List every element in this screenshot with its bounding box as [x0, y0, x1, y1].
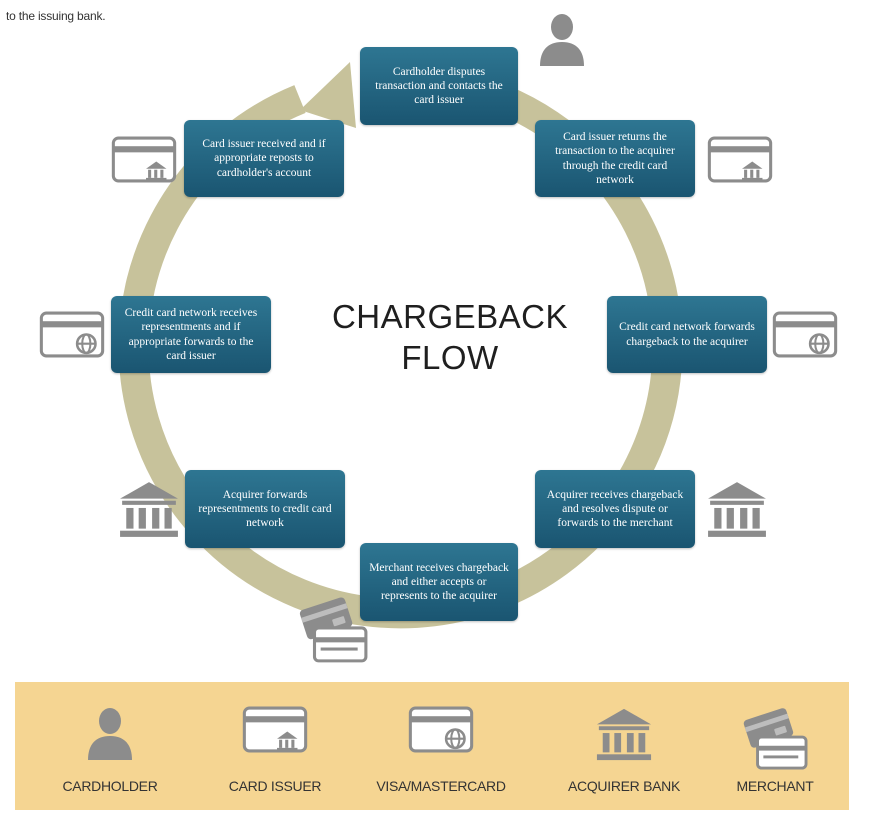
step-cardholder-disputes: Cardholder disputes transaction and cont… — [360, 47, 518, 125]
legend-item-merchant: MERCHANT — [690, 682, 860, 810]
bank-icon — [118, 480, 180, 538]
bank-icon — [706, 480, 768, 538]
person-icon — [536, 12, 588, 66]
legend-item-card-issuer: CARD ISSUER — [190, 682, 360, 810]
step-network-forwards-chargeback: Credit card network forwards chargeback … — [607, 296, 767, 373]
step-issuer-returns: Card issuer returns the transaction to t… — [535, 120, 695, 197]
title-line-1: CHARGEBACK — [331, 298, 569, 335]
person-icon — [84, 706, 136, 760]
legend-label: CARD ISSUER — [228, 778, 322, 794]
step-network-receives: Credit card network receives representme… — [111, 296, 271, 373]
card-globe-icon — [408, 706, 474, 753]
card-globe-icon — [39, 311, 105, 358]
legend-panel: CARDHOLDER CARD ISSUER VISA/MASTERCARD A… — [15, 682, 849, 810]
legend-label: ACQUIRER BANK — [567, 778, 680, 794]
legend-label: CARDHOLDER — [62, 778, 158, 794]
legend-item-visa-mastercard: VISA/MASTERCARD — [356, 682, 526, 810]
card-globe-icon — [772, 311, 838, 358]
legend-item-cardholder: CARDHOLDER — [25, 682, 195, 810]
card-bank-icon — [242, 706, 308, 753]
legend-item-acquirer-bank: ACQUIRER BANK — [539, 682, 709, 810]
legend-label: VISA/MASTERCARD — [376, 778, 506, 794]
intro-text: to the issuing bank. — [6, 9, 106, 23]
step-issuer-reposts: Card issuer received and if appropriate … — [184, 120, 344, 197]
step-merchant-receives: Merchant receives chargeback and either … — [360, 543, 518, 621]
title-line-2: FLOW — [401, 339, 499, 377]
legend-label: MERCHANT — [736, 778, 814, 794]
step-acquirer-receives: Acquirer receives chargeback and resolve… — [535, 470, 695, 548]
card-bank-icon — [707, 136, 773, 183]
cards-icon — [740, 706, 810, 770]
cards-icon — [296, 595, 370, 663]
bank-icon — [595, 706, 653, 762]
card-bank-icon — [111, 136, 177, 183]
diagram-title: CHARGEBACK FLOW — [315, 296, 585, 379]
step-acquirer-forwards: Acquirer forwards representments to cred… — [185, 470, 345, 548]
ring-arrowhead — [300, 62, 356, 128]
